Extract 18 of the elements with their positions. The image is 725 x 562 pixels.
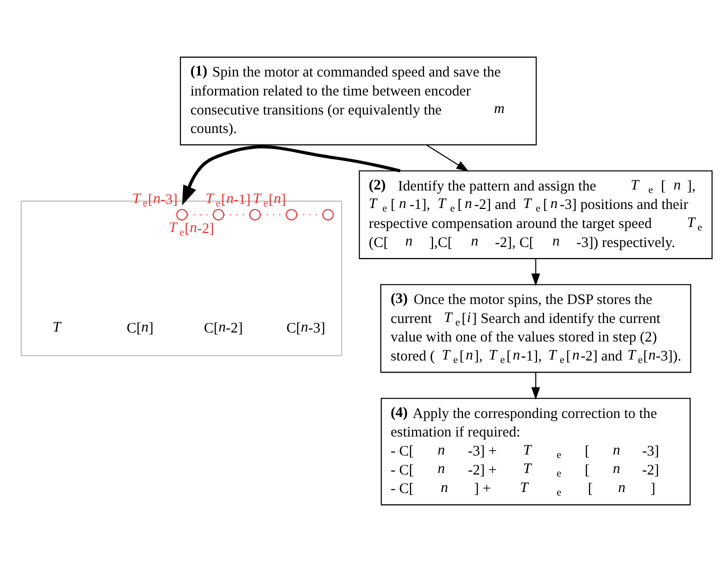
connector bbox=[296, 214, 323, 216]
connector bbox=[260, 214, 286, 216]
node-box: (1) Spin the motor at commanded speed and save the information related to the time between encoder consecutive transitions (or equivalently the m counts). bbox=[180, 56, 537, 146]
arrow bbox=[426, 144, 469, 172]
arrow bbox=[531, 372, 540, 400]
arrow bbox=[531, 258, 540, 286]
node-circle bbox=[249, 209, 261, 220]
connector bbox=[187, 214, 214, 216]
node-circle bbox=[212, 209, 224, 220]
label: C[n] bbox=[126, 319, 154, 336]
node-circle bbox=[286, 209, 298, 220]
arrow bbox=[182, 145, 400, 206]
label: C[n-3] bbox=[286, 319, 326, 336]
label: T bbox=[52, 319, 61, 336]
label: C[n-2] bbox=[204, 319, 243, 336]
node-circle bbox=[322, 209, 334, 220]
node-circle bbox=[176, 209, 188, 220]
connector bbox=[224, 214, 250, 216]
